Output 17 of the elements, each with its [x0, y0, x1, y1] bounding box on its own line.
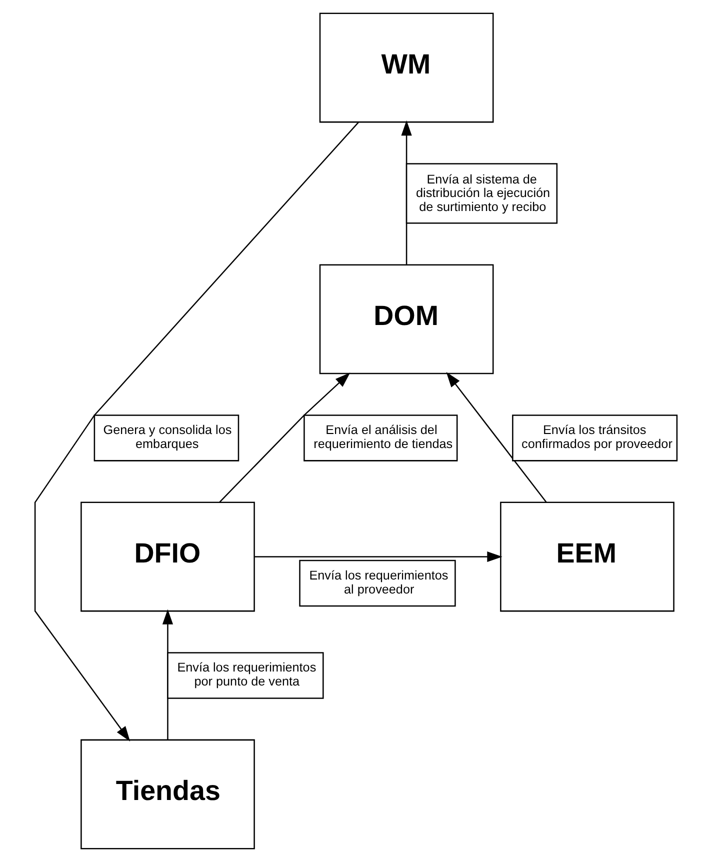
edge-label: Genera y consolida los embarques [102, 423, 232, 452]
node-box: EEM [500, 502, 674, 612]
edge-label: Envía al sistema de distribución la ejecución de surtimiento y recibo [416, 172, 550, 214]
node-box: Tiendas [80, 739, 254, 850]
edge-label: Envía los requerimientos al proveedor [308, 568, 448, 596]
node-box: WM [318, 12, 494, 123]
arrow [34, 122, 358, 742]
node-box: DFIO [80, 502, 254, 612]
arrow [254, 551, 502, 562]
arrow [162, 609, 173, 740]
arrow [446, 372, 546, 503]
edge-label: Envía los tránsitos confirmados por proveedor [521, 423, 672, 452]
node-box: DOM [318, 264, 494, 374]
edge-label: Envía los requerimientos por punto de venta [176, 660, 316, 689]
arrow [400, 120, 412, 265]
arrow [218, 372, 350, 502]
edge-label: Envía el análisis del requerimiento de tiendas [313, 423, 452, 452]
